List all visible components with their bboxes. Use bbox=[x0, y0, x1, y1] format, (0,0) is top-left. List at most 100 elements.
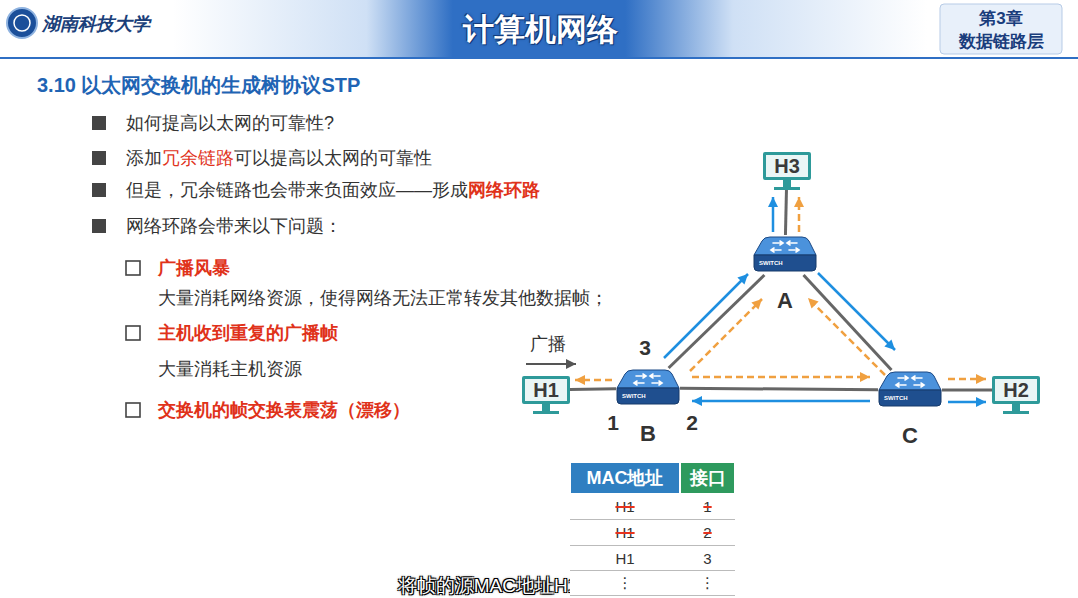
table-cell: ⋮ bbox=[570, 571, 680, 596]
text-line: 2 bbox=[686, 411, 698, 436]
broadcast-arrow bbox=[526, 363, 576, 365]
table-cell: MAC地址 bbox=[570, 462, 680, 494]
link-line bbox=[669, 275, 765, 368]
table-cell-text: 3 bbox=[703, 550, 711, 567]
frame-flow-arrow bbox=[690, 299, 762, 371]
table-cell-text: ⋮ bbox=[618, 574, 633, 592]
text-line: 广播风暴 bbox=[158, 256, 230, 280]
slide-text: 广播风暴 bbox=[158, 258, 230, 278]
switch-name: B bbox=[640, 422, 656, 446]
text-line: 将帧的源MAC地址H1 bbox=[398, 574, 579, 598]
callout-label: 1 bbox=[607, 411, 619, 434]
host-monitor: H1 bbox=[522, 376, 570, 404]
slide-text: 湖南科技大学 bbox=[42, 13, 150, 34]
frame-flow-arrow bbox=[692, 376, 870, 379]
text-line: 大量消耗网络资源，使得网络无法正常转发其他数据帧； bbox=[158, 286, 608, 310]
text-line: 3 bbox=[639, 336, 651, 361]
slide-text: 可以提高以太网的可靠性 bbox=[234, 148, 432, 168]
text-line: 主机收到重复的广播帧 bbox=[158, 321, 338, 345]
slide-text: 主机收到重复的广播帧 bbox=[158, 323, 338, 343]
table-cell-text: 1 bbox=[703, 498, 711, 515]
table-cell: H1 bbox=[570, 494, 680, 520]
callout-label: 3 bbox=[639, 336, 651, 359]
table-cell: 2 bbox=[680, 520, 735, 546]
table-cell: ⋮ bbox=[680, 571, 735, 596]
frame-flow-arrow bbox=[798, 197, 801, 232]
table-cell: H1 bbox=[570, 520, 680, 546]
callout-label: 2 bbox=[686, 411, 698, 434]
chapter-box bbox=[940, 4, 1062, 54]
frame-flow-arrow bbox=[818, 273, 895, 350]
logo-emblem bbox=[14, 15, 30, 31]
sub-bullet-squares bbox=[126, 261, 140, 417]
link-line bbox=[804, 275, 892, 370]
slide-text: 大量消耗主机资源 bbox=[158, 359, 302, 379]
slide-text: 第3章 bbox=[979, 9, 1022, 28]
text-line: 但是，冗余链路也会带来负面效应——形成网络环路 bbox=[126, 178, 540, 202]
frame-flow-arrow bbox=[948, 378, 986, 381]
text-line: 湖南科技大学 bbox=[42, 12, 150, 36]
table-cell-text: 2 bbox=[703, 524, 711, 541]
text-line: 如何提高以太网的可靠性? bbox=[126, 111, 334, 135]
text-line: 第3章 bbox=[979, 6, 1022, 31]
text-line: 大量消耗主机资源 bbox=[158, 357, 302, 381]
switch-graphic bbox=[753, 235, 817, 275]
frame-flow-arrow bbox=[664, 274, 748, 358]
text-line: 网络环路会带来以下问题： bbox=[126, 214, 342, 238]
text-line: 添加冗余链路可以提高以太网的可靠性 bbox=[126, 146, 432, 170]
switch-brand: SWITCH bbox=[759, 260, 783, 267]
host-name: H1 bbox=[533, 379, 559, 401]
table-cell: 1 bbox=[680, 494, 735, 520]
callout-label: 广播 bbox=[530, 334, 566, 354]
slide-text: 交换机的帧交换表震荡（漂移） bbox=[158, 400, 410, 420]
frame-flow-arrow bbox=[692, 400, 870, 403]
table-cell: 3 bbox=[680, 546, 735, 571]
table-cell-text: ⋮ bbox=[700, 574, 715, 592]
table-cell: 接口 bbox=[680, 462, 735, 494]
switch-name: A bbox=[777, 289, 793, 313]
link-line bbox=[942, 389, 992, 392]
table-cell-text: H1 bbox=[615, 524, 634, 541]
host-monitor: H3 bbox=[763, 152, 811, 180]
logo-emblem bbox=[7, 8, 37, 38]
switch-brand: SWITCH bbox=[884, 395, 908, 402]
link-line bbox=[680, 388, 878, 390]
table-cell-text: H1 bbox=[615, 550, 634, 567]
slide-text: 如何提高以太网的可靠性? bbox=[126, 113, 334, 133]
text-line: 数据链路层 bbox=[959, 29, 1044, 54]
host-name: H3 bbox=[774, 155, 800, 177]
switch-graphic bbox=[878, 370, 942, 410]
table-cell-text: H1 bbox=[615, 498, 634, 515]
slide-text: 数据链路层 bbox=[959, 32, 1044, 51]
host-monitor: H2 bbox=[992, 376, 1040, 404]
table-cell: H1 bbox=[570, 546, 680, 571]
switch-icon: SWITCHA bbox=[753, 235, 817, 275]
frame-flow-arrow bbox=[808, 298, 885, 375]
text-line: 3.10 以太网交换机的生成树协议STP bbox=[37, 73, 360, 98]
subtitle-caption: 将帧的源MAC地址H1 bbox=[398, 575, 579, 596]
slide-text: 冗余链路 bbox=[162, 148, 234, 168]
frame-flow-arrow bbox=[772, 197, 775, 232]
switch-name: C bbox=[902, 424, 918, 448]
host-name: H2 bbox=[1003, 379, 1029, 401]
slide-title: 计算机网络 bbox=[463, 9, 618, 51]
slide-text: 网络环路会带来以下问题： bbox=[126, 216, 342, 236]
slide-text: 但是，冗余链路也会带来负面效应——形成 bbox=[126, 180, 468, 200]
text-line: 1 bbox=[607, 411, 619, 436]
switch-graphic bbox=[616, 368, 680, 408]
header-rule bbox=[0, 57, 1078, 59]
frame-flow-arrow bbox=[948, 401, 986, 404]
bullet-squares bbox=[92, 116, 106, 233]
table-cell-text: 接口 bbox=[690, 466, 726, 490]
slide-text: 大量消耗网络资源，使得网络无法正常转发其他数据帧； bbox=[158, 288, 608, 308]
text-line: 交换机的帧交换表震荡（漂移） bbox=[158, 398, 410, 422]
slide-text: 3.10 以太网交换机的生成树协议STP bbox=[37, 74, 360, 96]
switch-icon: SWITCHC bbox=[878, 370, 942, 410]
switch-icon: SWITCHB bbox=[616, 368, 680, 408]
table-cell-text: MAC地址 bbox=[587, 466, 664, 490]
slide-text: 添加 bbox=[126, 148, 162, 168]
link-line bbox=[570, 387, 616, 391]
slide-text: 网络环路 bbox=[468, 180, 540, 200]
text-line: 广播 bbox=[530, 332, 566, 356]
frame-flow-arrow bbox=[575, 379, 612, 382]
